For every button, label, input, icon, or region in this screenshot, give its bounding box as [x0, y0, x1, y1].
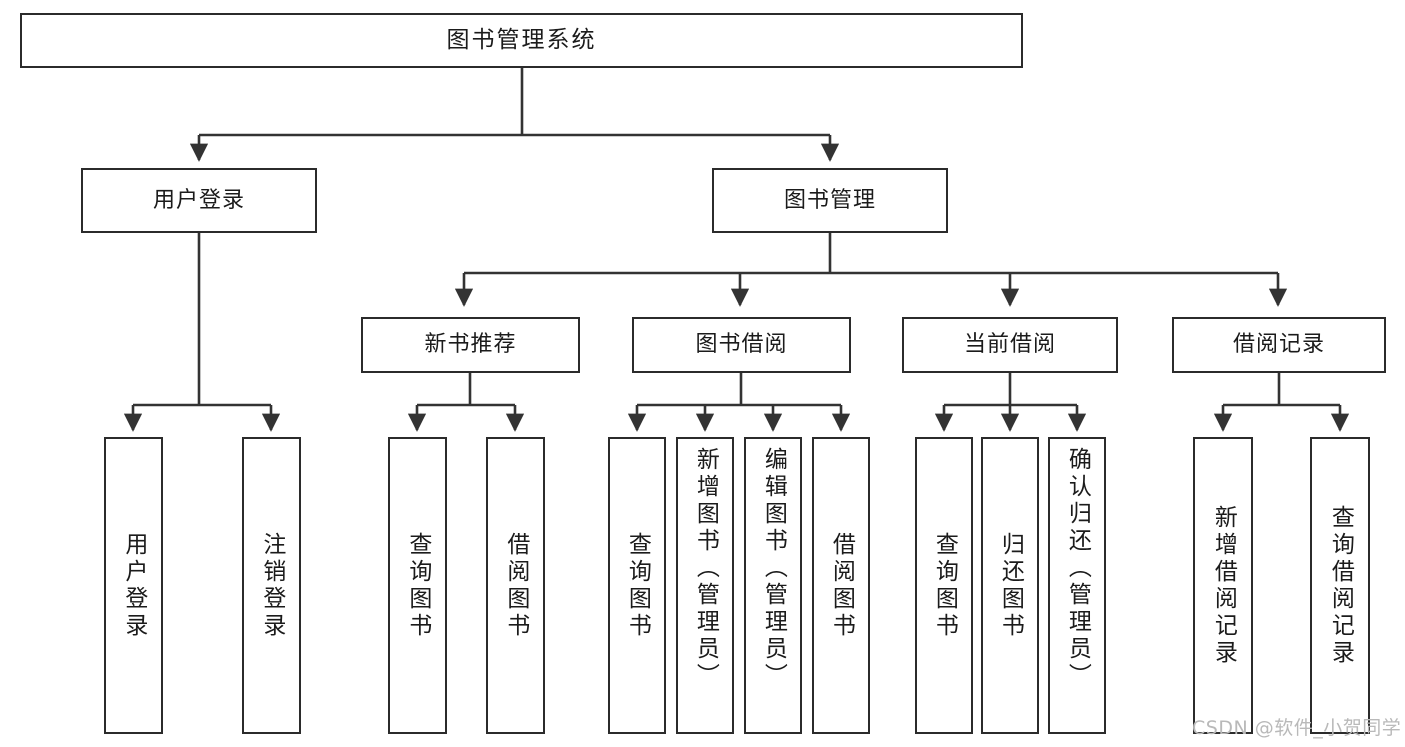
- node-label: 新增借阅记录: [1210, 504, 1237, 667]
- leaf-borrow-record-add-record[interactable]: 新增借阅记录: [1193, 437, 1253, 734]
- node-label: 图书借阅: [695, 332, 788, 358]
- leaf-current-borrow-return-book[interactable]: 归还图书: [981, 437, 1039, 734]
- node-label: 当前借阅: [963, 332, 1056, 358]
- leaf-new-book-query-book[interactable]: 查询图书: [388, 437, 447, 734]
- node-label: 用户登录: [152, 187, 245, 213]
- node-borrow-record[interactable]: 借阅记录: [1172, 317, 1386, 373]
- node-label: 借阅图书: [828, 531, 855, 640]
- node-book-management[interactable]: 图书管理: [712, 168, 948, 233]
- node-label: 查询图书: [404, 531, 431, 640]
- leaf-new-book-borrow-book[interactable]: 借阅图书: [486, 437, 545, 734]
- leaf-book-borrow-query-book[interactable]: 查询图书: [608, 437, 666, 734]
- node-label: 借阅记录: [1232, 332, 1325, 358]
- leaf-book-borrow-edit-book-admin[interactable]: 编辑图书（管理员）: [744, 437, 802, 734]
- node-label: 图书管理: [783, 187, 876, 213]
- node-label: 归还图书: [997, 531, 1024, 640]
- leaf-current-borrow-query-book[interactable]: 查询图书: [915, 437, 973, 734]
- node-current-borrow[interactable]: 当前借阅: [902, 317, 1118, 373]
- node-label: 借阅图书: [502, 531, 529, 640]
- leaf-book-borrow-add-book-admin[interactable]: 新增图书（管理员）: [676, 437, 734, 734]
- leaf-current-borrow-confirm-return-admin[interactable]: 确认归还（管理员）: [1048, 437, 1106, 734]
- node-label: 确认归还（管理员）: [1064, 447, 1091, 690]
- node-label: 用户登录: [120, 531, 147, 640]
- node-user-login[interactable]: 用户登录: [81, 168, 317, 233]
- node-new-book-recommend[interactable]: 新书推荐: [361, 317, 580, 373]
- leaf-borrow-record-query-record[interactable]: 查询借阅记录: [1310, 437, 1370, 734]
- leaf-user-login-logout[interactable]: 注销登录: [242, 437, 301, 734]
- node-book-borrow[interactable]: 图书借阅: [632, 317, 851, 373]
- leaf-book-borrow-borrow-book[interactable]: 借阅图书: [812, 437, 870, 734]
- node-label: 查询借阅记录: [1327, 504, 1354, 667]
- node-label: 查询图书: [931, 531, 958, 640]
- node-label: 查询图书: [624, 531, 651, 640]
- leaf-user-login-login[interactable]: 用户登录: [104, 437, 163, 734]
- node-label: 图书管理系统: [446, 27, 597, 54]
- node-root-library-management-system[interactable]: 图书管理系统: [20, 13, 1023, 68]
- node-label: 新书推荐: [424, 332, 517, 358]
- node-label: 编辑图书（管理员）: [760, 447, 787, 690]
- csdn-watermark: CSDN @软件_小贺同学: [1192, 717, 1402, 739]
- node-label: 新增图书（管理员）: [692, 447, 719, 690]
- node-label: 注销登录: [258, 531, 285, 640]
